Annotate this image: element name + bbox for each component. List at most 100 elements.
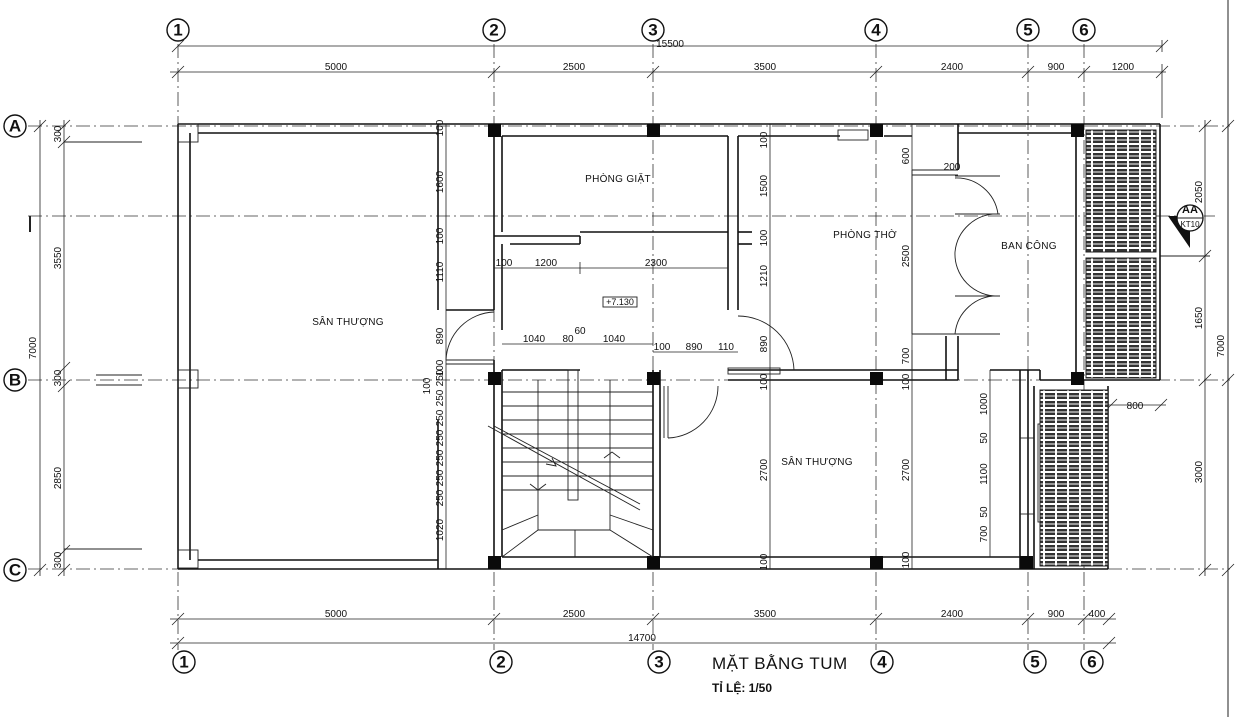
grid-label-a: A — [9, 117, 21, 136]
dim-top-3: 3500 — [754, 62, 777, 73]
dim-mv-1: 100 — [759, 131, 770, 148]
dim-li-9: 250 — [435, 409, 446, 426]
room-san-thuong-left: SÂN THƯỢNG — [312, 315, 384, 328]
left-dimensions: 7000 300 3550 300 2850 300 — [28, 119, 142, 577]
dim-li-11: 250 — [435, 449, 446, 466]
dim-left-1: 300 — [53, 125, 64, 142]
room-san-thuong-right: SÂN THƯỢNG — [781, 455, 853, 468]
dim-c5-1: 1000 — [979, 392, 990, 415]
grid-label-4: 4 — [871, 21, 881, 40]
grid-label-6: 6 — [1079, 21, 1088, 40]
dim-li-10: 250 — [435, 429, 446, 446]
dim-bottom-total: 14700 — [628, 633, 656, 644]
dim-right-3: 800 — [1127, 401, 1144, 412]
exterior-walls — [177, 123, 1161, 570]
dim-li-15: 1020 — [435, 518, 446, 541]
dim-left-2: 3550 — [53, 246, 64, 269]
dim-li-5: 890 — [435, 327, 446, 344]
dim-rv-6: 2700 — [901, 458, 912, 481]
dim-left-total: 7000 — [28, 336, 39, 359]
columns — [488, 124, 1084, 569]
interior-dimensions: 100 1200 2300 1040 80 60 1040 100 890 11… — [422, 119, 991, 570]
section-sheet: KT10 — [1180, 220, 1200, 229]
grid-label-4-bottom: 4 — [877, 653, 887, 672]
dim-right-2: 1650 — [1194, 306, 1205, 329]
grid-label-5-bottom: 5 — [1030, 653, 1039, 672]
room-phong-giat: PHÒNG GIẶT — [585, 172, 651, 185]
dim-li-13: 250 — [435, 489, 446, 506]
dim-rv-2: 200 — [944, 162, 961, 173]
dim-c5-4: 50 — [979, 506, 990, 518]
dim-li-4: 1110 — [435, 261, 446, 282]
dim-top-5: 900 — [1048, 62, 1065, 73]
dim-left-4: 2850 — [53, 466, 64, 489]
dim-right-4: 3000 — [1194, 460, 1205, 483]
dim-top-4: 2400 — [941, 62, 964, 73]
dim-rv-3: 2500 — [901, 244, 912, 267]
grid-label-1: 1 — [173, 21, 182, 40]
dim-int-7: 1040 — [603, 334, 626, 345]
dim-top-2: 2500 — [563, 62, 586, 73]
doors — [445, 169, 1000, 439]
dim-mv-8: 100 — [759, 553, 770, 570]
dim-li-1: 100 — [435, 119, 446, 136]
dim-left-3: 300 — [53, 369, 64, 386]
dim-rv-7: 100 — [901, 551, 912, 568]
dim-int-2: 1200 — [535, 258, 558, 269]
dim-int-6: 60 — [574, 326, 586, 337]
drawing-title-block: MẶT BẰNG TUM TỈ LỆ: 1/50 — [712, 654, 848, 695]
grid-label-3: 3 — [648, 21, 657, 40]
dim-int-5: 80 — [562, 334, 574, 345]
dim-li-2: 1600 — [435, 170, 446, 193]
dim-rv-4: 700 — [901, 347, 912, 364]
dim-top-1: 5000 — [325, 62, 348, 73]
dim-mv-4: 1210 — [759, 264, 770, 287]
dim-bottom-3: 3500 — [754, 609, 777, 620]
dim-int-9: 890 — [686, 342, 703, 353]
dim-mv-5: 890 — [759, 335, 770, 352]
dim-c5-5: 700 — [979, 525, 990, 542]
dim-bottom-4: 2400 — [941, 609, 964, 620]
dim-rv-5: 100 — [901, 373, 912, 390]
dim-li-8: 250 — [435, 389, 446, 406]
room-labels: SÂN THƯỢNG PHÒNG GIẶT PHÒNG THỜ BAN CÔNG… — [312, 172, 1057, 468]
dim-int-3: 2300 — [645, 258, 668, 269]
dim-int-4: 1040 — [523, 334, 546, 345]
dim-c5-2: 50 — [979, 432, 990, 444]
bottom-dimensions: 5000 2500 3500 2400 900 400 14700 — [170, 609, 1116, 650]
drawing-scale: TỈ LỆ: 1/50 — [712, 680, 772, 695]
dim-li-3: 100 — [435, 227, 446, 244]
dim-right-total: 7000 — [1216, 334, 1227, 357]
dim-int-8: 100 — [654, 342, 671, 353]
dim-mv-3: 100 — [759, 229, 770, 246]
dim-int-1: 100 — [496, 258, 513, 269]
grid-bubbles-bottom: 1 2 3 4 5 6 — [172, 650, 1104, 674]
staircase — [487, 369, 654, 558]
room-phong-tho: PHÒNG THỜ — [833, 228, 897, 241]
grid-bubbles-left: A B C — [3, 114, 27, 582]
room-ban-cong: BAN CÔNG — [1001, 239, 1057, 252]
grid-label-c: C — [9, 561, 21, 580]
dim-bottom-5: 900 — [1048, 609, 1065, 620]
drawing-title: MẶT BẰNG TUM — [712, 654, 848, 673]
dim-int-10: 110 — [718, 342, 734, 353]
top-dimensions: 15500 5000 2500 3500 2400 900 1200 — [170, 39, 1169, 118]
dim-li-12: 250 — [435, 469, 446, 486]
grid-label-1-bottom: 1 — [179, 653, 188, 672]
level-mark: +7.130 — [606, 297, 634, 307]
dim-right-1: 2050 — [1194, 180, 1205, 203]
grid-label-b: B — [9, 371, 21, 390]
dim-li-7: 100 — [422, 377, 433, 394]
dim-bottom-6: 400 — [1089, 609, 1106, 620]
grid-label-5: 5 — [1023, 21, 1032, 40]
dim-mv-2: 1500 — [759, 174, 770, 197]
section-id: AA — [1182, 204, 1198, 216]
dim-li-14: 250 — [435, 369, 446, 386]
dim-top-total: 15500 — [656, 39, 684, 50]
brick-planters — [1039, 129, 1157, 567]
dim-bottom-1: 5000 — [325, 609, 348, 620]
dim-mv-6: 100 — [759, 373, 770, 390]
grid-bubbles-top: 1 2 3 4 5 6 — [166, 18, 1096, 42]
dim-left-5: 300 — [53, 551, 64, 568]
